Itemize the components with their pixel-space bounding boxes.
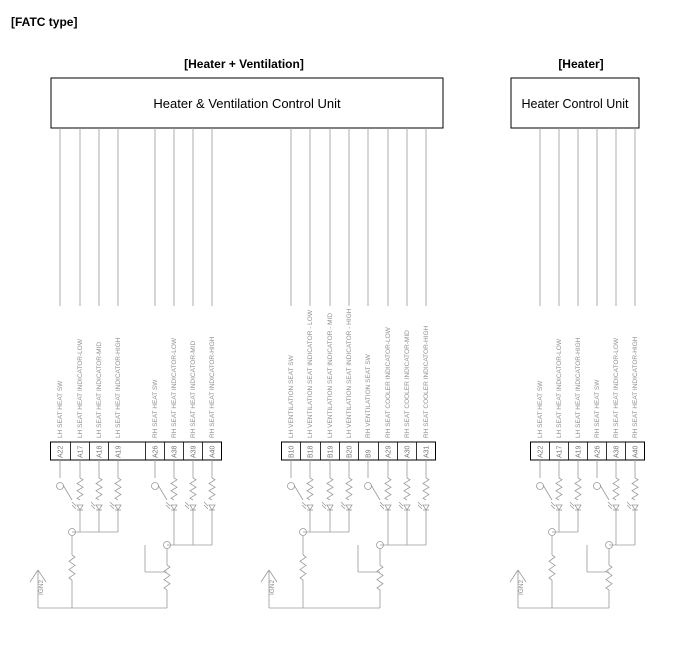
- signal-label: RH SEAT HEAT INDICATOR-HIGH: [632, 336, 639, 438]
- page-title: [FATC type]: [11, 15, 77, 29]
- signal-label: LH SEAT HEAT SW: [57, 380, 64, 438]
- signal-label: RH SEAT COOLER INDICATOR-HIGH: [423, 325, 430, 438]
- section-1: [Heater] Heater Control Unit LH SEAT HEAT …: [509, 57, 645, 609]
- control-unit-box: [50, 77, 444, 129]
- signal-label: RH SEAT HEAT INDICATOR-LOW: [171, 337, 178, 438]
- pin-label: A39: [191, 445, 198, 458]
- pin-label: A26: [595, 445, 602, 458]
- signal-label: LH SEAT HEAT SW: [537, 380, 544, 438]
- pin-label: B9: [366, 449, 373, 458]
- ign-label: IGN2: [38, 579, 45, 595]
- signal-label: LH SEAT HEAT INDICATOR-HIGH: [575, 337, 582, 438]
- pin-label: A38: [172, 445, 179, 458]
- section-heading: [Heater]: [558, 57, 603, 71]
- pin-connector: [50, 441, 222, 461]
- pin-group: LH VENTILATION SEAT SW B10 LH VENTILATION …: [260, 128, 436, 609]
- signal-label: RH SEAT HEAT SW: [152, 379, 159, 438]
- section-0: [Heater + Ventilation] Heater & Ventilati…: [29, 57, 444, 609]
- pin-label: A19: [116, 445, 123, 458]
- pin-label: A17: [78, 445, 85, 458]
- ign-label: IGN2: [518, 579, 525, 595]
- pin-group: LH SEAT HEAT SW A22 LH SEAT HEAT INDICATOR…: [509, 128, 645, 609]
- signal-label: LH SEAT HEAT INDICATOR-LOW: [556, 338, 563, 438]
- ign-label: IGN2: [269, 579, 276, 595]
- pin-label: B20: [347, 445, 354, 458]
- signal-label: LH SEAT HEAT INDICATOR-MID: [96, 342, 103, 438]
- signal-label: LH VENTILATION SEAT INDICATOR - MID: [327, 313, 334, 438]
- signal-label: LH VENTILATION SEAT SW: [288, 354, 295, 438]
- pin-label: A38: [614, 445, 621, 458]
- signal-label: RH SEAT HEAT INDICATOR-HIGH: [209, 336, 216, 438]
- pin-label: A26: [153, 445, 160, 458]
- pin-label: A30: [405, 445, 412, 458]
- pin-label: A40: [210, 445, 217, 458]
- control-unit-box: [510, 77, 640, 129]
- pin-label: A22: [58, 445, 65, 458]
- section-heading: [Heater + Ventilation]: [184, 57, 304, 71]
- signal-label: LH SEAT HEAT INDICATOR-HIGH: [115, 337, 122, 438]
- control-unit-label: Heater & Ventilation Control Unit: [153, 96, 341, 111]
- signal-label: RH SEAT COOLER INDICATOR-MID: [404, 330, 411, 438]
- signal-label: LH VENTILATION SEAT INDICATOR - LOW: [307, 309, 314, 438]
- signal-label: RH SEAT COOLER INDICATOR-LOW: [385, 326, 392, 438]
- pin-label: A17: [557, 445, 564, 458]
- signal-label: LH VENTILATION SEAT INDICATOR - HIGH: [346, 308, 353, 438]
- signal-label: RH SEAT HEAT SW: [594, 379, 601, 438]
- pin-label: A29: [386, 445, 393, 458]
- pin-label: B19: [328, 445, 335, 458]
- signal-label: LH SEAT HEAT INDICATOR-LOW: [77, 338, 84, 438]
- signal-label: RH VENTILATION SEAT SW: [365, 353, 372, 438]
- pin-label: A18: [97, 445, 104, 458]
- pin-label: B18: [308, 445, 315, 458]
- pin-label: A22: [538, 445, 545, 458]
- pin-label: A19: [576, 445, 583, 458]
- pin-label: B10: [289, 445, 296, 458]
- pin-label: A31: [424, 445, 431, 458]
- signal-label: RH SEAT HEAT INDICATOR-MID: [190, 341, 197, 438]
- pin-label: A40: [633, 445, 640, 458]
- signal-label: RH SEAT HEAT INDICATOR-LOW: [613, 337, 620, 438]
- control-unit-label: Heater Control Unit: [522, 97, 630, 111]
- pin-group: LH SEAT HEAT SW A22 LH SEAT HEAT INDICATOR…: [29, 128, 222, 609]
